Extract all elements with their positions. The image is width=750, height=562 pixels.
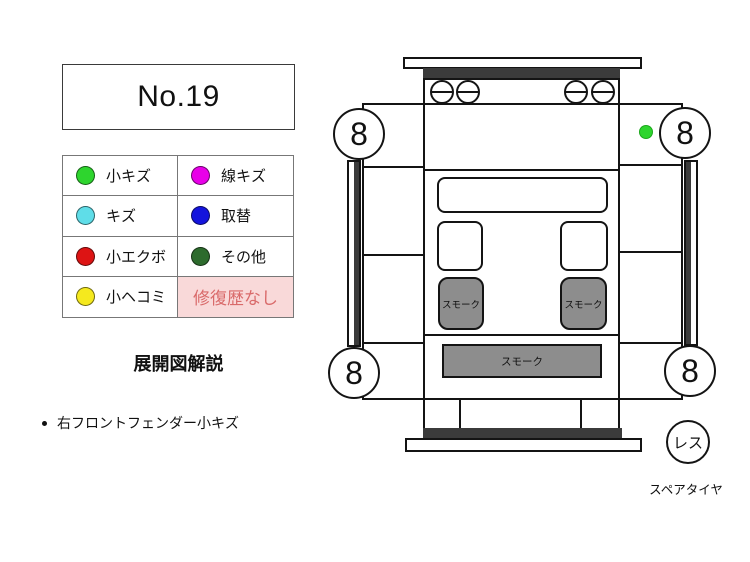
left-rocker-sill xyxy=(347,160,361,347)
sill-shade xyxy=(686,162,691,344)
legend-item-line-scratch: 線キズ xyxy=(178,156,293,197)
front-grille-bar xyxy=(423,68,620,78)
legend-item-other: その他 xyxy=(178,237,293,277)
headlight-line xyxy=(432,91,452,93)
sheet-number: No.19 xyxy=(137,80,220,113)
headlight-icon xyxy=(456,80,480,104)
front-right-window xyxy=(560,221,608,271)
rear-left-window-smoked: スモーク xyxy=(438,277,484,330)
dark-green-dot-icon xyxy=(191,246,210,266)
left-panel-divider xyxy=(362,166,425,168)
fender-top-line xyxy=(362,103,683,105)
legend-item-small-dent: 小ヘコミ xyxy=(63,276,178,317)
tire-badge-rear-right: 8 xyxy=(664,345,716,397)
smoke-label: スモーク xyxy=(501,355,543,368)
tire-tread-value: 8 xyxy=(350,115,368,152)
no-repair-history-badge: 修復歴なし xyxy=(178,276,293,317)
windshield xyxy=(437,177,608,213)
tire-tread-value: 8 xyxy=(345,354,363,391)
hood-roof-line xyxy=(425,169,620,171)
red-dot-icon xyxy=(76,246,95,266)
body-left-edge xyxy=(423,105,425,428)
blue-dot-icon xyxy=(191,206,210,226)
rear-panel-divider xyxy=(580,400,582,428)
legend-label: キズ xyxy=(106,208,137,226)
left-panel-outer-edge xyxy=(362,103,364,400)
tire-tread-value: 8 xyxy=(681,352,699,389)
damage-note-item: 右フロントフェンダー小キズ xyxy=(42,413,239,433)
left-panel-divider xyxy=(362,342,425,344)
smoke-label: スモーク xyxy=(441,299,480,311)
yellow-dot-icon xyxy=(76,287,95,307)
headlight-line xyxy=(593,91,613,93)
legend-label: 小エクボ xyxy=(106,248,167,266)
legend-item-scratch: キズ xyxy=(63,196,178,237)
headlight-line xyxy=(566,91,586,93)
tire-badge-rear-left: 8 xyxy=(328,347,380,399)
right-panel-divider xyxy=(620,251,683,253)
spare-tire-less-label: レス xyxy=(672,434,703,452)
rear-bumper xyxy=(405,438,642,452)
tire-badge-front-left: 8 xyxy=(333,108,385,160)
rear-deck-line xyxy=(362,398,683,400)
right-panel-divider xyxy=(620,164,683,166)
headlight-icon xyxy=(591,80,615,104)
headlight-icon xyxy=(564,80,588,104)
no-repair-history-label: 修復歴なし xyxy=(193,289,278,309)
tire-badge-front-right: 8 xyxy=(659,107,711,159)
roof-deck-line xyxy=(425,334,620,336)
sill-shade xyxy=(354,162,359,345)
right-rocker-sill xyxy=(684,160,698,346)
headlight-icon xyxy=(430,80,454,104)
legend-label: 取替 xyxy=(221,208,252,226)
rear-garnish-bar xyxy=(423,428,622,438)
legend-label: 線キズ xyxy=(221,168,267,186)
front-left-window xyxy=(437,221,483,271)
legend-item-small-scratch: 小キズ xyxy=(63,156,178,197)
legend-item-small-dimple: 小エクボ xyxy=(63,236,178,277)
legend-label: 小キズ xyxy=(106,168,152,186)
legend-label: その他 xyxy=(221,248,267,266)
spare-tire-caption: スペアタイヤ xyxy=(649,483,723,497)
spare-tire-less-badge: レス xyxy=(666,420,710,464)
rear-panel-divider xyxy=(459,400,461,428)
damage-legend-table: 小キズ 線キズ キズ 取替 小エクボ その他 小ヘコミ 修復歴なし xyxy=(62,155,294,318)
diagram-explanation-heading: 展開図解説 xyxy=(133,354,224,374)
headlight-line xyxy=(458,91,478,93)
damage-note-text: 右フロントフェンダー小キズ xyxy=(57,415,239,431)
sheet-number-box: No.19 xyxy=(62,64,295,130)
smoke-label: スモーク xyxy=(564,299,603,311)
tire-tread-value: 8 xyxy=(676,114,694,151)
legend-label: 小ヘコミ xyxy=(106,289,167,307)
rear-window-smoked: スモーク xyxy=(442,344,602,378)
rear-right-window-smoked: スモーク xyxy=(560,277,607,330)
bullet-icon xyxy=(42,420,47,426)
green-dot-icon xyxy=(76,166,95,186)
magenta-dot-icon xyxy=(191,166,210,186)
right-panel-divider xyxy=(620,342,683,344)
legend-item-replaced: 取替 xyxy=(178,196,293,237)
body-right-edge xyxy=(618,105,620,428)
damage-marker-small-scratch xyxy=(639,125,653,139)
left-panel-divider xyxy=(362,254,425,256)
cyan-dot-icon xyxy=(76,206,95,226)
